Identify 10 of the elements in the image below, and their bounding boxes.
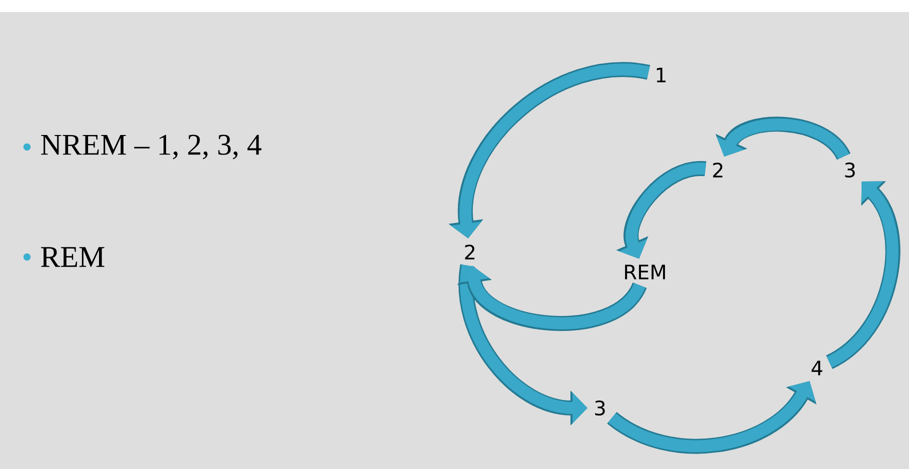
stage-label: 3: [595, 400, 605, 416]
stage-label: 1: [656, 68, 666, 82]
bullet-text: REM: [41, 247, 104, 267]
curved-arrow: [825, 181, 900, 369]
stage-label: 4: [812, 360, 822, 376]
stage-label: 3: [845, 162, 855, 178]
bullet-text: NREM – 1, 2, 3, 4: [41, 134, 262, 160]
stage-label: 2: [465, 244, 474, 260]
stage-label: REM: [625, 264, 665, 280]
stage-label: 2: [713, 162, 722, 178]
